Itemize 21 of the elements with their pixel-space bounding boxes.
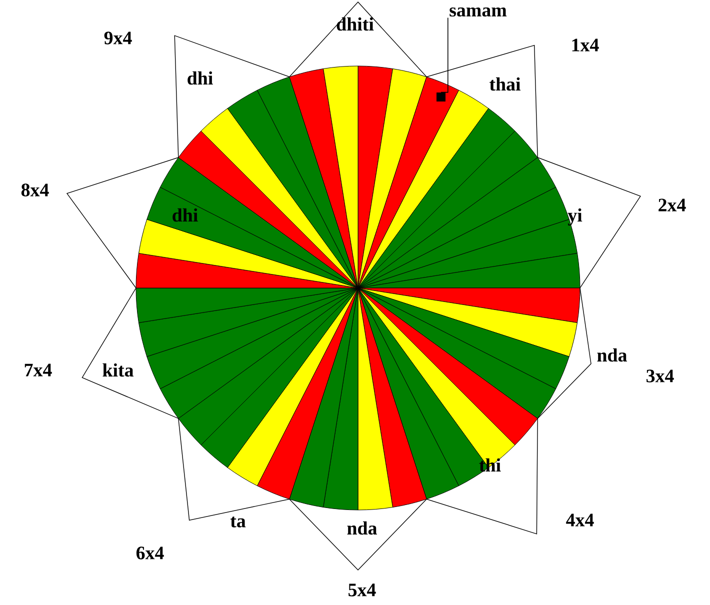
count-label: 4x4 xyxy=(566,514,594,526)
count-label: 1x4 xyxy=(572,38,599,52)
syllable-label: yi xyxy=(568,208,582,226)
count-label: 7x4 xyxy=(24,364,52,376)
count-label: 6x4 xyxy=(136,546,164,560)
syllable-label: samam xyxy=(450,7,507,17)
count-label: 5x4 xyxy=(348,584,376,596)
syllable-label: kita xyxy=(102,363,134,377)
syllable-label: dhi xyxy=(188,71,213,85)
syllable-label: dhi xyxy=(172,208,198,222)
syllable-label: thai xyxy=(490,77,520,91)
count-label: 3x4 xyxy=(646,370,674,382)
syllable-label: thi xyxy=(479,458,501,472)
syllable-label: nda xyxy=(347,521,377,535)
count-label: 2x4 xyxy=(658,198,686,212)
count-label: 8x4 xyxy=(21,184,49,196)
count-label: 9x4 xyxy=(104,32,132,44)
syllable-label: ta xyxy=(230,516,246,528)
syllable-label: dhiti xyxy=(336,17,374,31)
leader-line xyxy=(440,17,448,93)
syllable-label: nda xyxy=(597,348,627,362)
